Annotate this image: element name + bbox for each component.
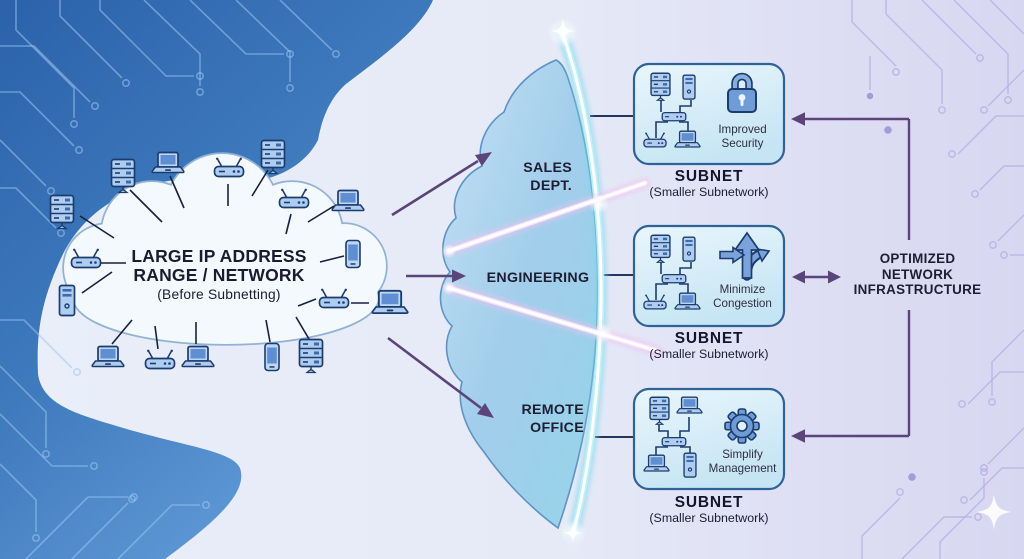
title-line-2: RANGE / NETWORK bbox=[133, 264, 305, 285]
dept-label-engineering: ENGINEERING bbox=[486, 270, 590, 286]
beam-diagonal-lower bbox=[443, 282, 664, 357]
benefit-minimize-congestion: Minimize Congestion bbox=[713, 283, 772, 310]
tower-pc-icon bbox=[58, 284, 76, 317]
gear-icon bbox=[724, 408, 760, 444]
lock-icon bbox=[727, 72, 757, 113]
subnet-3-label: SUBNET bbox=[674, 494, 744, 511]
left-cloud bbox=[62, 152, 388, 346]
device-links bbox=[79, 169, 369, 350]
dept-label-sales: SALES DEPT. bbox=[523, 160, 572, 194]
title-line-1: LARGE IP ADDRESS bbox=[131, 246, 307, 266]
subnet-2-label: SUBNET bbox=[674, 330, 744, 347]
subnet-1-sublabel: (Smaller Subnetwork) bbox=[649, 185, 769, 199]
subnet-2-sublabel: (Smaller Subnetwork) bbox=[649, 347, 769, 361]
circuit-pattern-right bbox=[851, 0, 1024, 559]
benefit-simplify-management: Simplify Management bbox=[708, 448, 777, 475]
branching-arrows-icon bbox=[719, 231, 771, 281]
phone-icon bbox=[345, 239, 361, 269]
benefit-improved-security: Improved Security bbox=[718, 123, 767, 150]
phone-icon bbox=[264, 342, 280, 372]
blue-blob bbox=[0, 0, 433, 559]
beam-vertical bbox=[555, 25, 608, 541]
left-cloud-title: LARGE IP ADDRESS RANGE / NETWORK (Before… bbox=[99, 247, 339, 302]
subnet-1-label: SUBNET bbox=[674, 168, 744, 185]
split-arrows bbox=[387, 152, 494, 418]
beam-diagonal-upper bbox=[443, 177, 651, 257]
optimized-bracket bbox=[791, 112, 911, 443]
title-subtitle: (Before Subnetting) bbox=[157, 287, 281, 302]
optimized-network-label: OPTIMIZED NETWORK INFRASTRUCTURE bbox=[853, 251, 982, 298]
dept-label-remote-office: REMOTE OFFICE bbox=[521, 402, 584, 436]
circuit-pattern-left bbox=[0, 0, 340, 559]
beam-flares bbox=[442, 18, 1012, 546]
subnet-3-sublabel: (Smaller Subnetwork) bbox=[649, 511, 769, 525]
